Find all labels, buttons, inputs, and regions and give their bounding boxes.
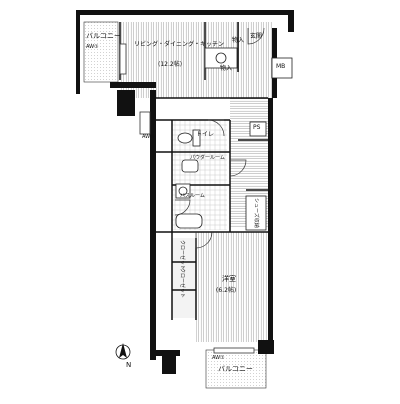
shoe-cabinet	[245, 195, 267, 231]
western-floor	[196, 232, 270, 342]
western-area-label: (6.2帖)	[216, 287, 237, 294]
storage-1-label: 物入	[232, 37, 245, 44]
entrance-label: 玄関	[250, 33, 263, 40]
balcony-top	[83, 21, 119, 83]
mb-label: MB	[276, 63, 286, 70]
doors	[174, 27, 265, 249]
bathtub	[175, 213, 203, 229]
ldk-label: リビング・ダイニング・キッチン	[134, 41, 225, 48]
powder-label: パウダールーム	[190, 155, 225, 161]
ldk-area-label: (12.2帖)	[158, 61, 183, 68]
toilet-label: トイレ	[196, 131, 215, 138]
outer-walls	[76, 10, 294, 374]
mb-box	[271, 57, 293, 79]
shoe-label: シューズ収納	[253, 198, 259, 228]
storage-2-label: 物入	[220, 65, 233, 72]
closet-2-label: クローゼット	[179, 268, 185, 299]
balcony-bottom-label: バルコニー	[218, 365, 253, 373]
window-aw-top: AW①	[86, 44, 99, 50]
washbasin	[181, 159, 199, 173]
toilet-bowl	[177, 132, 193, 144]
toilet-tank	[192, 129, 201, 147]
compass-icon	[115, 343, 131, 360]
balcony-top-label: バルコニー	[86, 32, 121, 40]
ps-box	[249, 121, 267, 137]
ps-label: PS	[253, 124, 261, 131]
balcony-bottom	[205, 349, 267, 389]
window-aw-bottom: AW①	[212, 355, 225, 361]
compass-north-label: N	[126, 361, 132, 369]
closet-1-label: クローゼット	[179, 240, 185, 271]
bath-label: バスルーム	[180, 193, 205, 199]
kitchen-sink	[215, 52, 227, 64]
window-aw-mid: AW②	[142, 134, 155, 140]
western-label: 洋室	[222, 275, 236, 283]
closet-floor	[172, 238, 196, 318]
washer-drum	[178, 186, 188, 196]
fixtures	[175, 47, 293, 231]
windows	[119, 43, 255, 354]
